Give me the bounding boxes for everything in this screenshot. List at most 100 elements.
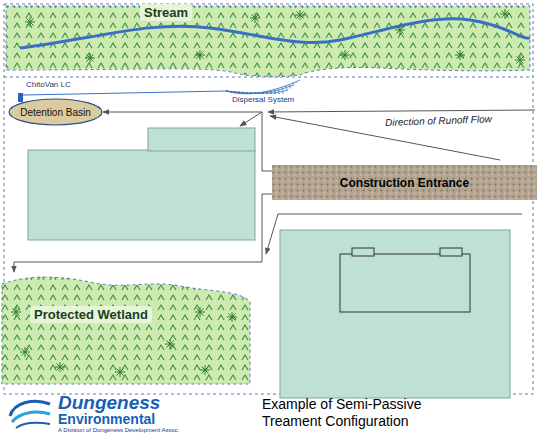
logo-name: Environmental [58, 412, 155, 426]
shrub [516, 60, 520, 64]
shrub [460, 55, 464, 59]
shrub [205, 366, 209, 370]
vegetation-area [2, 277, 250, 384]
node-label: Construction Entrance [340, 176, 469, 190]
stream-region-shape [0, 0, 537, 76]
building [28, 150, 255, 240]
shrub [116, 372, 120, 376]
shrub [516, 56, 520, 60]
shrub [12, 312, 16, 316]
shrub [200, 308, 204, 312]
shrub [341, 51, 345, 55]
runoff-arrow [14, 194, 272, 272]
shrub [251, 18, 255, 22]
protected-wetland-shape [0, 272, 252, 388]
logo-swirl [16, 423, 50, 428]
shrub [120, 372, 124, 376]
logo-tagline: A Division of Dungeness Development Asso… [58, 427, 179, 433]
node-label: Stream [140, 4, 192, 21]
shrub [90, 58, 94, 62]
shrub [16, 312, 20, 316]
logo-name: Dungeness [58, 393, 160, 412]
shrub [170, 344, 174, 348]
shrub [228, 317, 232, 321]
pipe [23, 91, 226, 95]
shrub [86, 58, 90, 62]
shrub [520, 60, 524, 64]
shrub [90, 54, 94, 58]
shrub [296, 11, 300, 15]
shrub [25, 352, 29, 356]
shrub [166, 340, 170, 344]
shrub [400, 26, 404, 30]
shrub [201, 370, 205, 374]
logo-swirl [12, 412, 50, 422]
shrub [400, 30, 404, 34]
shrub [21, 348, 25, 352]
dispersal-system [226, 80, 300, 94]
shrub [120, 368, 124, 372]
shrub [456, 55, 460, 59]
node-label: Protected Wetland [30, 306, 152, 323]
shrub [396, 26, 400, 30]
shrub [200, 51, 204, 55]
dispersal-line [226, 91, 285, 93]
shrub [30, 22, 34, 26]
protected-wetland: Protected Wetland [0, 272, 252, 388]
dispersal-line [226, 85, 294, 93]
building-outline [440, 248, 462, 256]
shrub [21, 352, 25, 356]
shrub [26, 18, 30, 22]
shrub [56, 367, 60, 371]
node-label: Detention Basin [20, 107, 91, 118]
flow-label: Direction of Runoff Flow [385, 114, 492, 128]
shrub [201, 366, 205, 370]
shrub [251, 14, 255, 18]
shrub [170, 340, 174, 344]
shrub [300, 15, 304, 19]
shrub [12, 308, 16, 312]
construction-entrance: Construction Entrance [272, 165, 537, 200]
shrub [26, 22, 30, 26]
shrub [232, 317, 236, 321]
vegetation-area [6, 6, 530, 77]
shrub [56, 363, 60, 367]
shrub [228, 313, 232, 317]
chitovan-unit [18, 93, 23, 102]
dispersal-line [226, 90, 288, 93]
shrub [396, 30, 400, 34]
gravel-band [272, 165, 537, 200]
shrub [300, 11, 304, 15]
flow-arrow [240, 112, 262, 126]
caption: Example of Semi-Passive Treament Configu… [262, 396, 462, 430]
shrub [501, 10, 505, 14]
runoff-arrow [103, 112, 272, 171]
detention-basin: Detention Basin [8, 98, 103, 126]
shrub [200, 312, 204, 316]
shrub [255, 18, 259, 22]
dispersal-line [226, 83, 297, 94]
shrub [255, 14, 259, 18]
shrub [501, 14, 505, 18]
shrub [196, 55, 200, 59]
stream-region: Stream [0, 0, 537, 76]
shrub [205, 370, 209, 374]
shrub [341, 55, 345, 59]
shrub [60, 363, 64, 367]
shrub [16, 308, 20, 312]
shrub [116, 368, 120, 372]
flow-arrow [268, 110, 535, 112]
system-label: Dispersal System [232, 96, 294, 104]
building-outline [340, 254, 470, 312]
shrub [456, 51, 460, 55]
shrub [86, 54, 90, 58]
dispersal-line [226, 80, 300, 94]
shrub [520, 56, 524, 60]
shrub [505, 14, 509, 18]
shrub [460, 51, 464, 55]
shrub [345, 51, 349, 55]
building [280, 230, 510, 398]
dispersal-line [226, 88, 291, 94]
shrub [25, 348, 29, 352]
equipment-label: ChitoVan LC [26, 81, 71, 89]
